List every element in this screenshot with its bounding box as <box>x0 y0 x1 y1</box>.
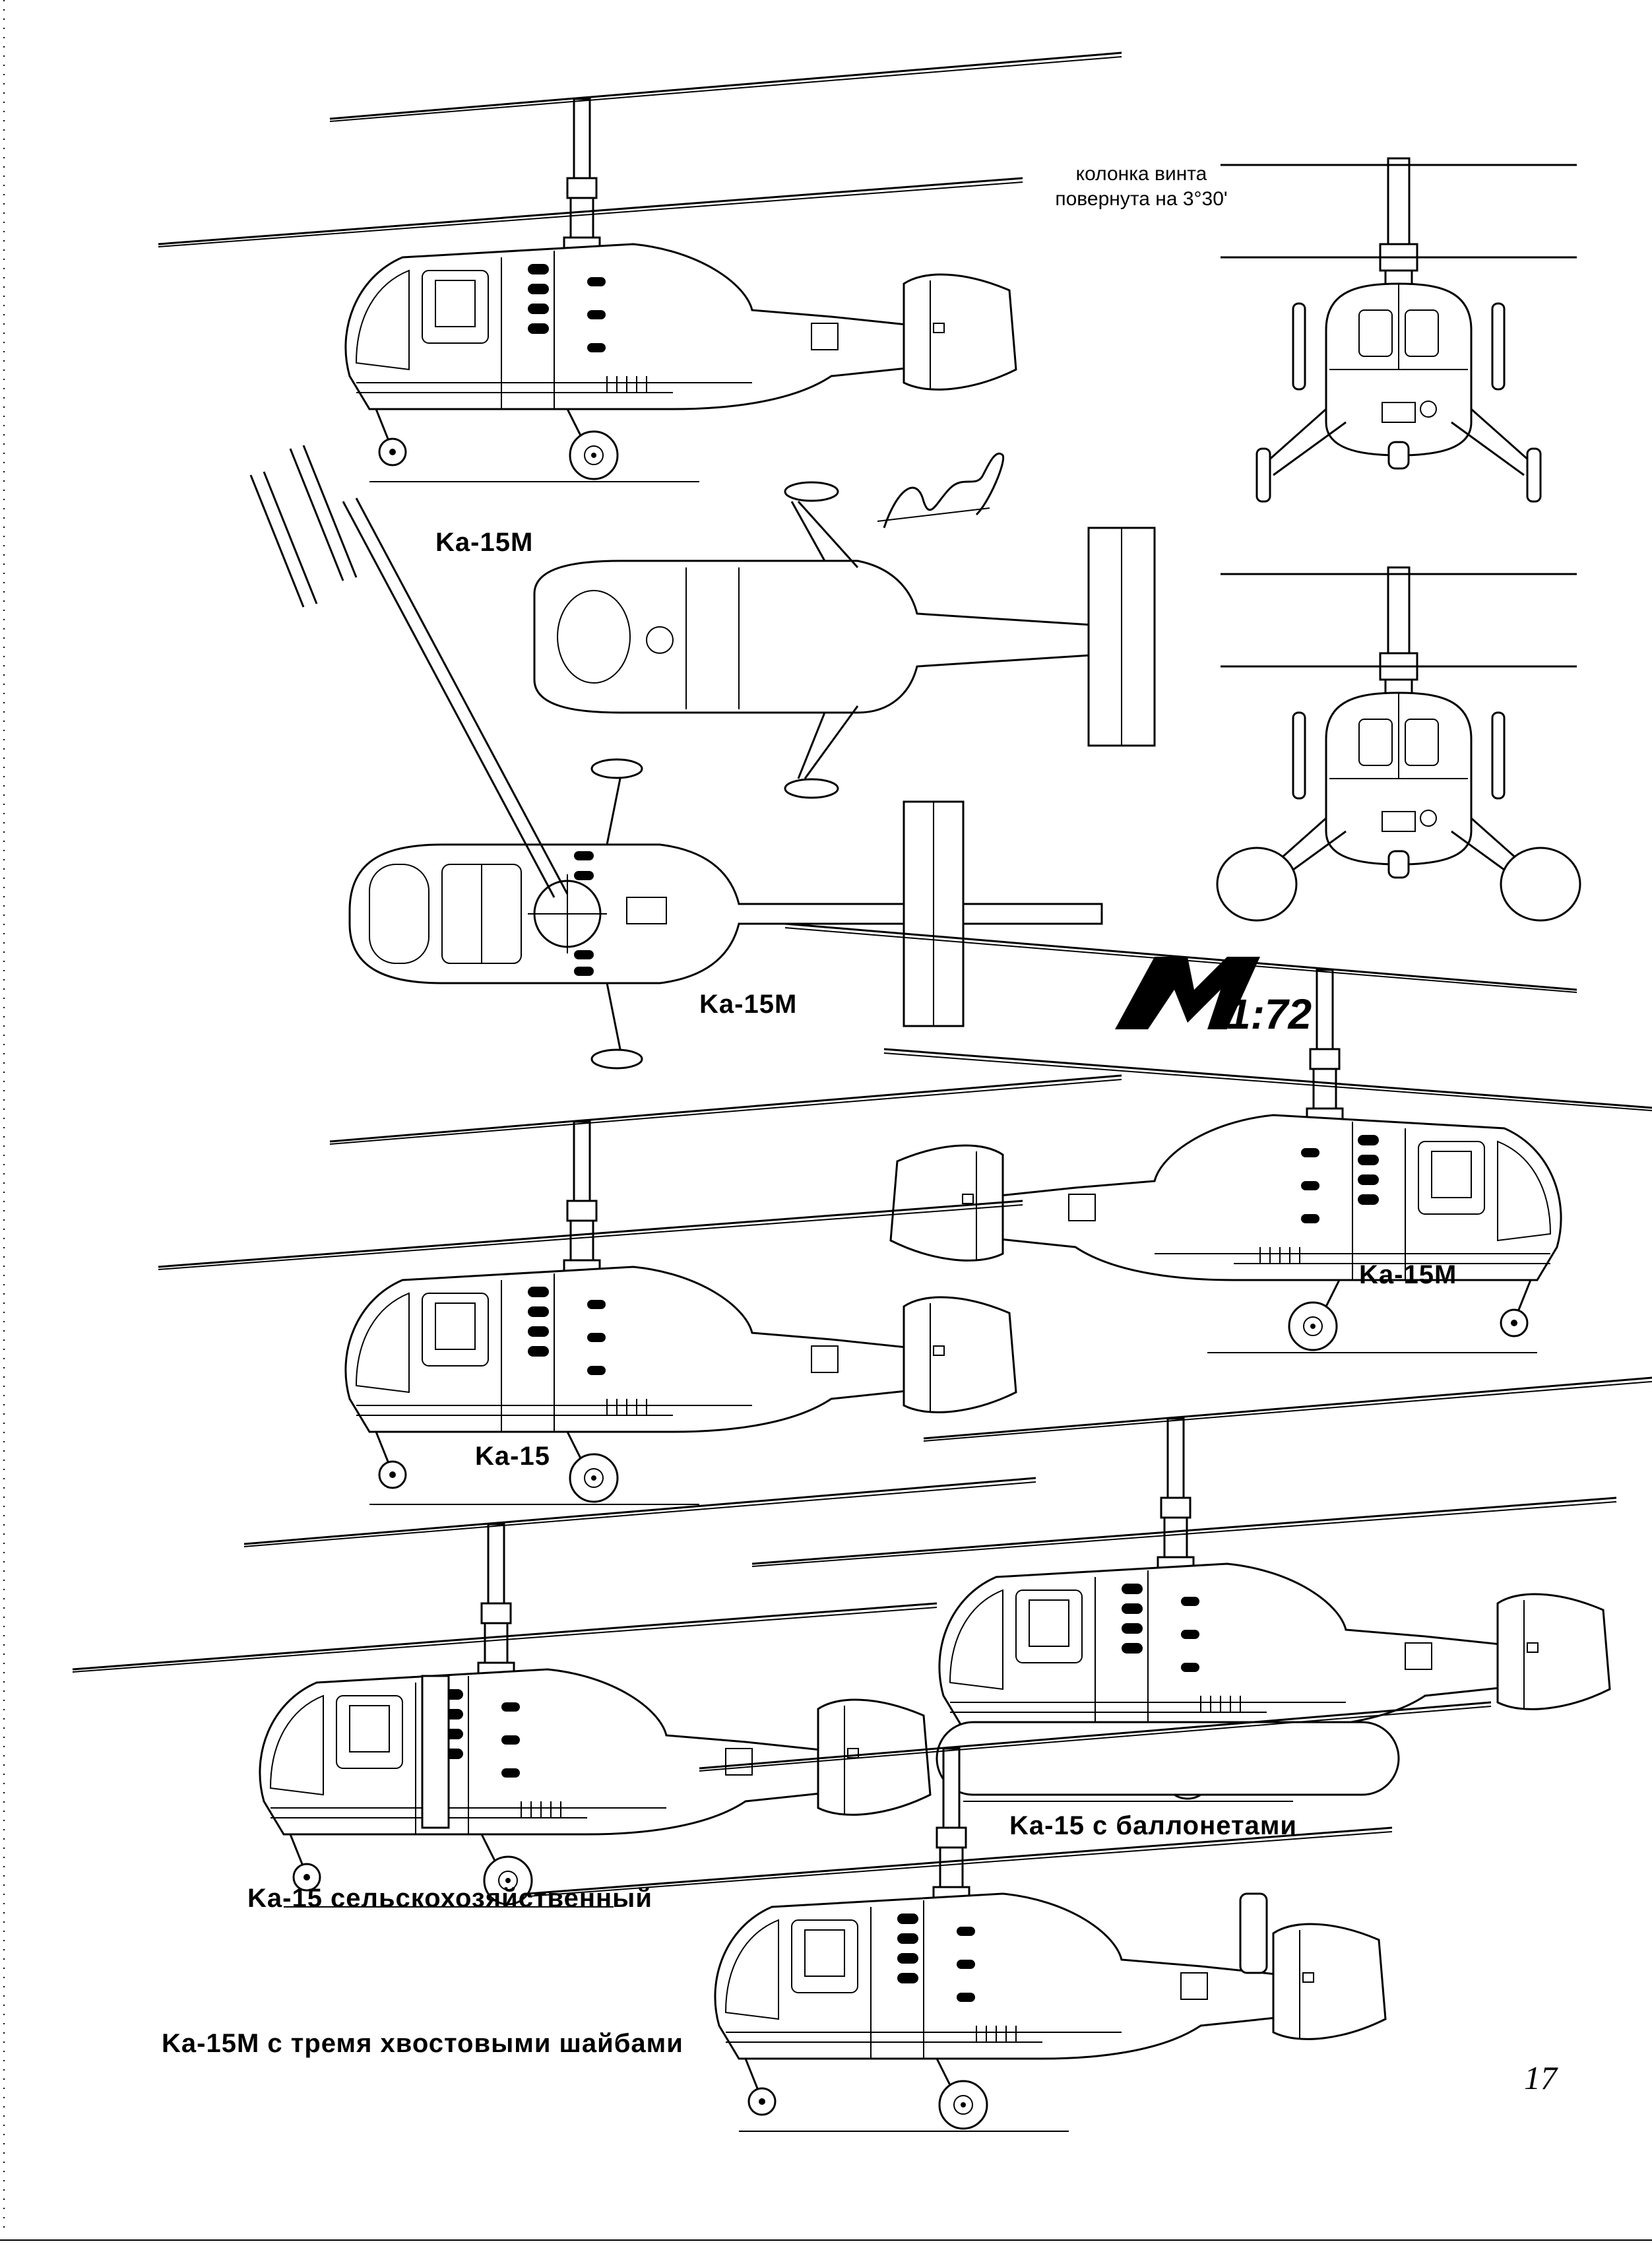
rotor-blade-detail <box>249 445 569 898</box>
rotor-column-note-line2: повернута на 3°30' <box>1055 188 1228 210</box>
three-fin-view <box>526 1701 1492 2133</box>
page-number: 17 <box>1524 2059 1557 2096</box>
scale-text: 1:72 <box>1227 990 1312 1038</box>
label-ka15-floats: Ka-15 с баллонетами <box>1009 1811 1297 1840</box>
label-ka15m-three-fins: Ka-15M с тремя хвостовыми шайбами <box>162 2029 683 2058</box>
publisher-logo <box>1115 957 1260 1029</box>
agricultural-view <box>71 1477 1037 1908</box>
label-top-ka15m: Ka-15M <box>699 990 798 1019</box>
signature <box>877 453 1005 529</box>
top-view-1 <box>533 481 1156 799</box>
label-ka15-agri: Ka-15 сельскохозяйственный <box>247 1884 652 1913</box>
floats-view <box>751 1371 1652 1803</box>
rotor-column-note-line1: колонка винта <box>1075 163 1207 185</box>
front-view-floats <box>1216 566 1581 922</box>
top-view-2 <box>348 758 1103 1070</box>
label-side-ka15: Ka-15 <box>475 1442 550 1471</box>
label-side-ka15m: Ka-15M <box>435 528 534 557</box>
label-right-side-ka15m: Ka-15M <box>1359 1260 1457 1289</box>
rotor-column-note: колонка винта повернута на 3°30' <box>1023 162 1260 212</box>
